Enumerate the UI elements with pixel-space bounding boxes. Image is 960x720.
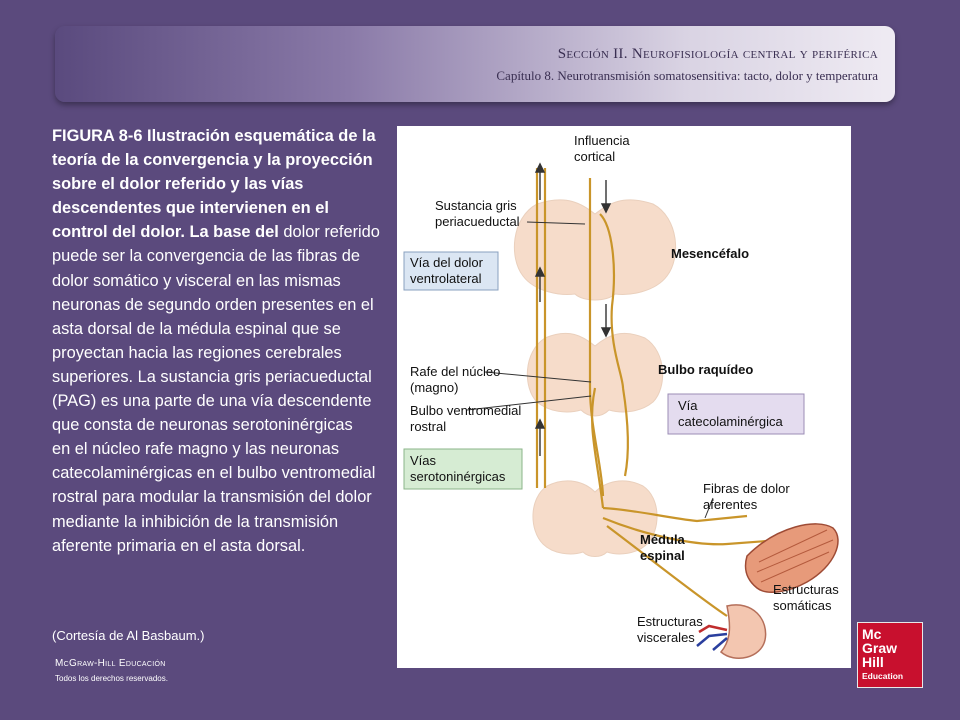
chapter-title: Capítulo 8. Neurotransmisión somatosensi… <box>496 68 878 83</box>
caption-bold: FIGURA 8-6 Ilustración esquemática de la… <box>52 127 376 242</box>
courtesy-note: (Cortesía de Al Basbaum.) <box>52 628 205 643</box>
header-bar <box>55 26 895 102</box>
catecholaminergic-box <box>667 393 805 435</box>
visceral-organ-icon <box>696 604 767 659</box>
cortical-label-2: cortical <box>574 149 615 164</box>
figure-caption: FIGURA 8-6 Ilustración esquemática de la… <box>52 124 382 558</box>
rights-notice: Todos los derechos reservados. <box>55 674 168 683</box>
raphe-label-1: Rafe del núcleo <box>410 364 500 379</box>
sero-label-2: serotoninérgicas <box>410 469 506 484</box>
publisher-name: McGraw-Hill Educación <box>55 658 166 669</box>
visceral-label-1: Estructuras <box>637 614 703 629</box>
somatic-muscle-icon <box>744 523 839 594</box>
pag-label-1: Sustancia gris <box>435 198 517 213</box>
ventrolateral-label-1: Vía del dolor <box>410 255 484 270</box>
logo-line-4: Education <box>862 671 904 681</box>
spinal-label-1: Médula <box>640 532 686 547</box>
spinal-cord-section <box>532 480 658 557</box>
caption-body: dolor referido puede ser la convergencia… <box>52 223 380 435</box>
raphe-label-2: (magno) <box>410 380 458 395</box>
figure-illustration: Influencia cortical Sustancia gris peria… <box>397 126 851 668</box>
catechol-label-2: catecolaminérgica <box>678 414 784 429</box>
pag-label-2: periacueductal <box>435 214 520 229</box>
medulla-section <box>526 333 664 417</box>
medulla-label: Bulbo raquídeo <box>658 362 753 377</box>
mesencephalon-section <box>513 199 677 301</box>
fibers-label-1: Fibras de dolor <box>703 481 790 496</box>
spinal-label-2: espinal <box>640 548 685 563</box>
logo-line-1: Mc <box>862 626 882 642</box>
ventrolateral-label-2: ventrolateral <box>410 271 482 286</box>
mesencephalon-label: Mesencéfalo <box>671 246 749 261</box>
pain-pathway-diagram: Influencia cortical Sustancia gris peria… <box>403 133 839 659</box>
serotonergic-box <box>403 448 523 490</box>
rostral-label-2: rostral <box>410 419 446 434</box>
ventrolateral-box <box>403 251 499 291</box>
caption-body-2: en el núcleo rafe magno y las neuronas c… <box>52 440 376 555</box>
somatic-label-1: Estructuras <box>773 582 839 597</box>
logo-line-3: Hill <box>862 654 884 670</box>
sero-label-1: Vías <box>410 453 437 468</box>
section-title: Sección II. Neurofisiología central y pe… <box>557 46 878 62</box>
cortical-label-1: Influencia <box>574 133 630 148</box>
descending-pathways <box>535 168 768 617</box>
rostral-label-1: Bulbo ventromedial <box>410 403 521 418</box>
visceral-label-2: viscerales <box>637 630 695 645</box>
flow-arrows <box>534 162 612 456</box>
fibers-label-2: aferentes <box>703 497 758 512</box>
mcgraw-hill-logo: Mc Graw Hill Education <box>857 622 923 688</box>
somatic-label-2: somáticas <box>773 598 832 613</box>
catechol-label-1: Vía <box>678 398 698 413</box>
logo-line-2: Graw <box>862 640 898 656</box>
